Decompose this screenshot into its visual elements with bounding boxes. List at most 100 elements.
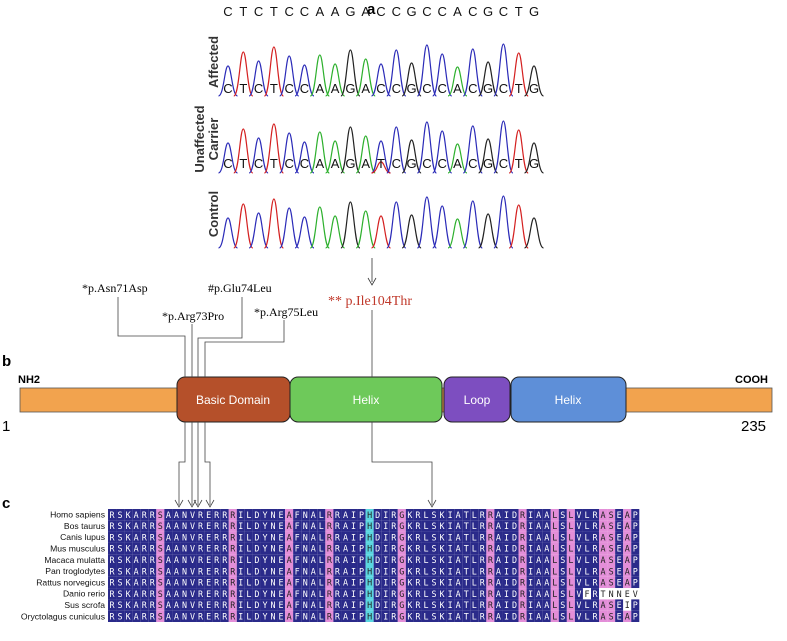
residue-cell: [454, 520, 463, 532]
residue: K: [440, 612, 446, 622]
trace-peak: [508, 129, 529, 174]
residue-cell: [623, 531, 632, 543]
residue: A: [311, 544, 316, 554]
residue-cell: [228, 565, 237, 577]
residue-cell: [478, 599, 487, 611]
residue: G: [399, 544, 404, 554]
residue: D: [254, 532, 259, 542]
arrowhead: [205, 499, 215, 508]
residue-cell: [502, 565, 511, 577]
residue: I: [504, 510, 509, 520]
arrowhead: [427, 499, 437, 508]
residue-cell: [365, 565, 374, 577]
base-call: C: [392, 156, 401, 171]
residue-cell: [413, 599, 422, 611]
residue-cell: [333, 576, 342, 589]
residue: G: [399, 578, 404, 588]
residue: R: [480, 566, 486, 576]
residue: D: [254, 566, 259, 576]
residue-cell: [188, 554, 197, 566]
residue: E: [279, 589, 284, 599]
residue-cell: [518, 531, 527, 543]
residue: I: [238, 510, 243, 520]
residue: R: [327, 555, 333, 565]
residue: A: [601, 600, 606, 610]
residue: K: [407, 566, 413, 576]
residue-cell: [574, 531, 583, 543]
residue: T: [464, 589, 469, 599]
residue: A: [456, 589, 461, 599]
residue: A: [287, 578, 292, 588]
residue-cell: [566, 576, 575, 589]
residue-cell: [293, 520, 302, 532]
residue: E: [617, 544, 622, 554]
residue-cell: [574, 509, 583, 521]
residue: D: [375, 589, 380, 599]
residue-cell: [558, 509, 567, 521]
residue-cell: [502, 599, 511, 611]
residue-cell: [285, 576, 294, 589]
residue-cell: [277, 542, 286, 555]
residue-cell: [381, 599, 390, 611]
residue-cell: [309, 610, 318, 622]
residue-cell: [212, 509, 221, 521]
residue: I: [238, 555, 243, 565]
residue-cell: [156, 610, 165, 622]
residue: R: [230, 578, 236, 588]
residue: A: [601, 578, 606, 588]
residue-cell: [228, 599, 237, 611]
residue: R: [415, 612, 421, 622]
residue: R: [415, 566, 421, 576]
residue: L: [319, 521, 324, 531]
residue: R: [110, 600, 116, 610]
residue-cell: [285, 565, 294, 577]
residue-cell: [623, 610, 632, 622]
residue-cell: [462, 542, 471, 555]
track-label: Control: [206, 191, 221, 237]
species-name: Oryctolagus cuniculus: [21, 611, 105, 621]
residue-cell: [349, 588, 358, 600]
residue: A: [496, 566, 501, 576]
residue-cell: [357, 509, 366, 521]
residue-cell: [373, 610, 382, 622]
residue: S: [432, 578, 437, 588]
residue-cell: [252, 599, 261, 611]
trace-peak: [493, 43, 514, 97]
residue: L: [568, 521, 573, 531]
trace-peak: [218, 65, 238, 97]
panel-b-label: b: [2, 353, 11, 370]
residue: R: [593, 544, 599, 554]
residue-cell: [220, 554, 229, 566]
residue: N: [303, 589, 308, 599]
residue: A: [496, 532, 501, 542]
residue: A: [174, 566, 179, 576]
residue: R: [520, 589, 526, 599]
residue: R: [327, 578, 333, 588]
residue-cell: [373, 576, 382, 589]
domain-loop: Loop: [443, 376, 511, 423]
residue-cell: [413, 542, 422, 555]
residue-cell: [132, 531, 141, 543]
residue: L: [584, 612, 589, 622]
residue: L: [584, 600, 589, 610]
residue-cell: [405, 599, 414, 611]
residue: A: [544, 612, 549, 622]
residue: L: [472, 589, 477, 599]
residue: L: [246, 566, 251, 576]
residue: V: [190, 566, 195, 576]
residue: F: [295, 578, 300, 588]
residue: L: [552, 555, 557, 565]
base-call: C: [223, 4, 232, 19]
residue: A: [134, 521, 139, 531]
residue: R: [593, 589, 599, 599]
residue: S: [432, 600, 437, 610]
residue: P: [359, 612, 364, 622]
residue-cell: [341, 542, 350, 555]
residue-cell: [510, 554, 519, 566]
residue-cell: [269, 588, 278, 600]
residue: A: [343, 578, 348, 588]
residue-cell: [116, 554, 125, 566]
residue-cell: [430, 565, 439, 577]
residue-cell: [269, 520, 278, 532]
